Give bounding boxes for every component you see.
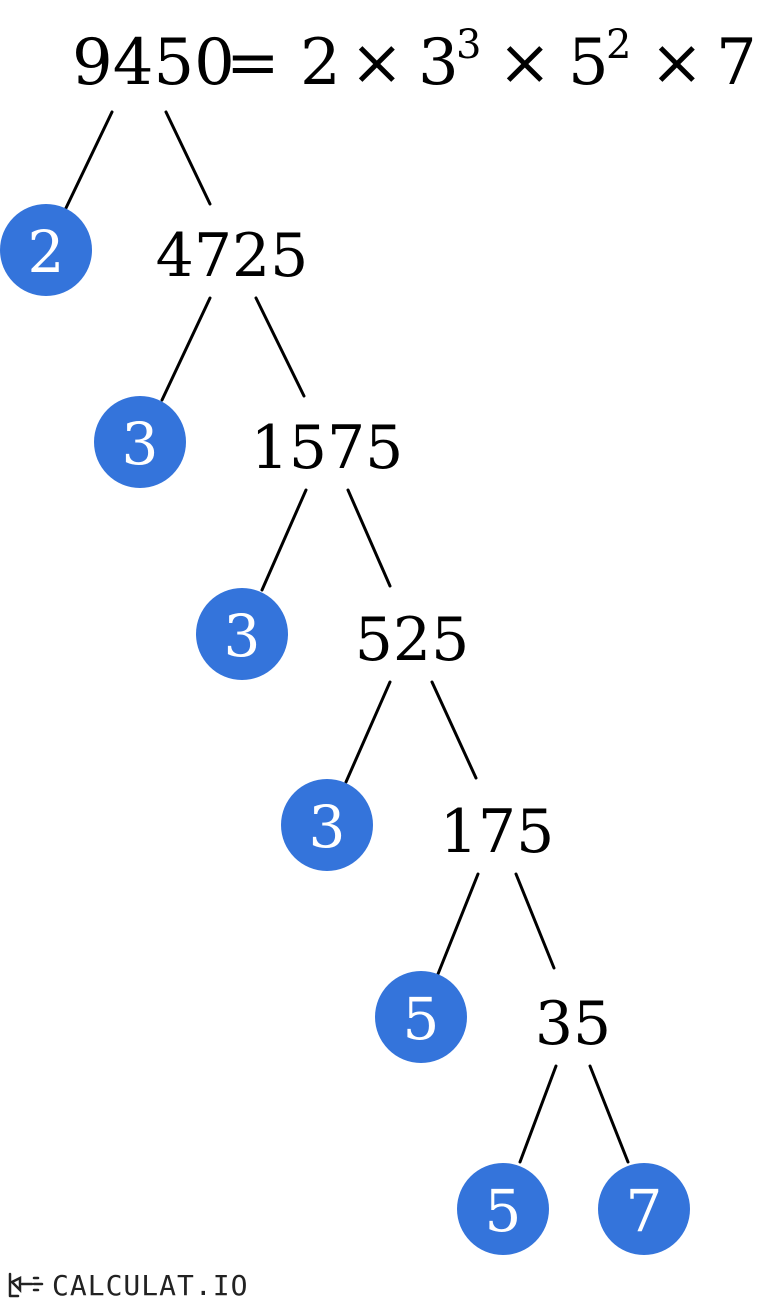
- prime-nodes: 2 3 3 3 5 5 7: [0, 204, 690, 1255]
- calculatio-logo-icon: [8, 1272, 44, 1298]
- prime-node-label: 5: [485, 1177, 522, 1245]
- prime-node: 3: [281, 779, 373, 871]
- equation-factor-2-exponent: 3: [456, 22, 481, 68]
- prime-node-label: 2: [28, 218, 65, 286]
- branch-line: [588, 1064, 630, 1164]
- branch-line: [518, 1064, 558, 1164]
- prime-node: 3: [196, 588, 288, 680]
- prime-node-label: 5: [403, 985, 440, 1053]
- branch-line: [160, 296, 212, 402]
- prime-node: 5: [457, 1163, 549, 1255]
- branch-line: [254, 296, 306, 398]
- equation-factor-3-exponent: 2: [606, 22, 631, 68]
- branch-line: [430, 680, 478, 780]
- equation-number: 9450: [72, 26, 235, 100]
- brand-logo: CALCULAT.IO: [6, 1268, 248, 1302]
- prime-node: 2: [0, 204, 92, 296]
- composite-node: 1575: [251, 413, 404, 483]
- equation-factor-3-base: 5: [568, 26, 609, 100]
- composite-node: 175: [440, 797, 555, 867]
- branch-line: [260, 488, 308, 592]
- composite-nodes: 4725 1575 525 175 35: [156, 221, 612, 1059]
- equation-equals: =: [226, 26, 280, 100]
- branch-line: [64, 110, 114, 210]
- composite-node: 35: [535, 989, 611, 1059]
- factorization-equation: 9450 = 2 × 3 3 × 5 2 × 7: [72, 22, 757, 100]
- prime-node-label: 3: [224, 602, 261, 670]
- branch-line: [164, 110, 212, 206]
- prime-node-label: 7: [626, 1177, 663, 1245]
- branch-line: [346, 488, 392, 588]
- tree-branches: [64, 110, 630, 1164]
- equation-factor-1-base: 2: [300, 26, 341, 100]
- prime-node: 5: [375, 971, 467, 1063]
- equation-times-3: ×: [650, 26, 704, 100]
- equation-factor-4-base: 7: [716, 26, 757, 100]
- prime-node: 7: [598, 1163, 690, 1255]
- branch-line: [344, 680, 392, 784]
- equation-times-1: ×: [350, 26, 404, 100]
- prime-node: 3: [94, 396, 186, 488]
- branch-line: [436, 872, 480, 976]
- equation-times-2: ×: [498, 26, 552, 100]
- composite-node: 525: [355, 605, 470, 675]
- branch-line: [514, 872, 556, 970]
- equation-factor-2-base: 3: [418, 26, 459, 100]
- composite-node: 4725: [156, 221, 309, 291]
- prime-node-label: 3: [122, 410, 159, 478]
- brand-name: CALCULAT.IO: [52, 1268, 249, 1302]
- prime-node-label: 3: [309, 793, 346, 861]
